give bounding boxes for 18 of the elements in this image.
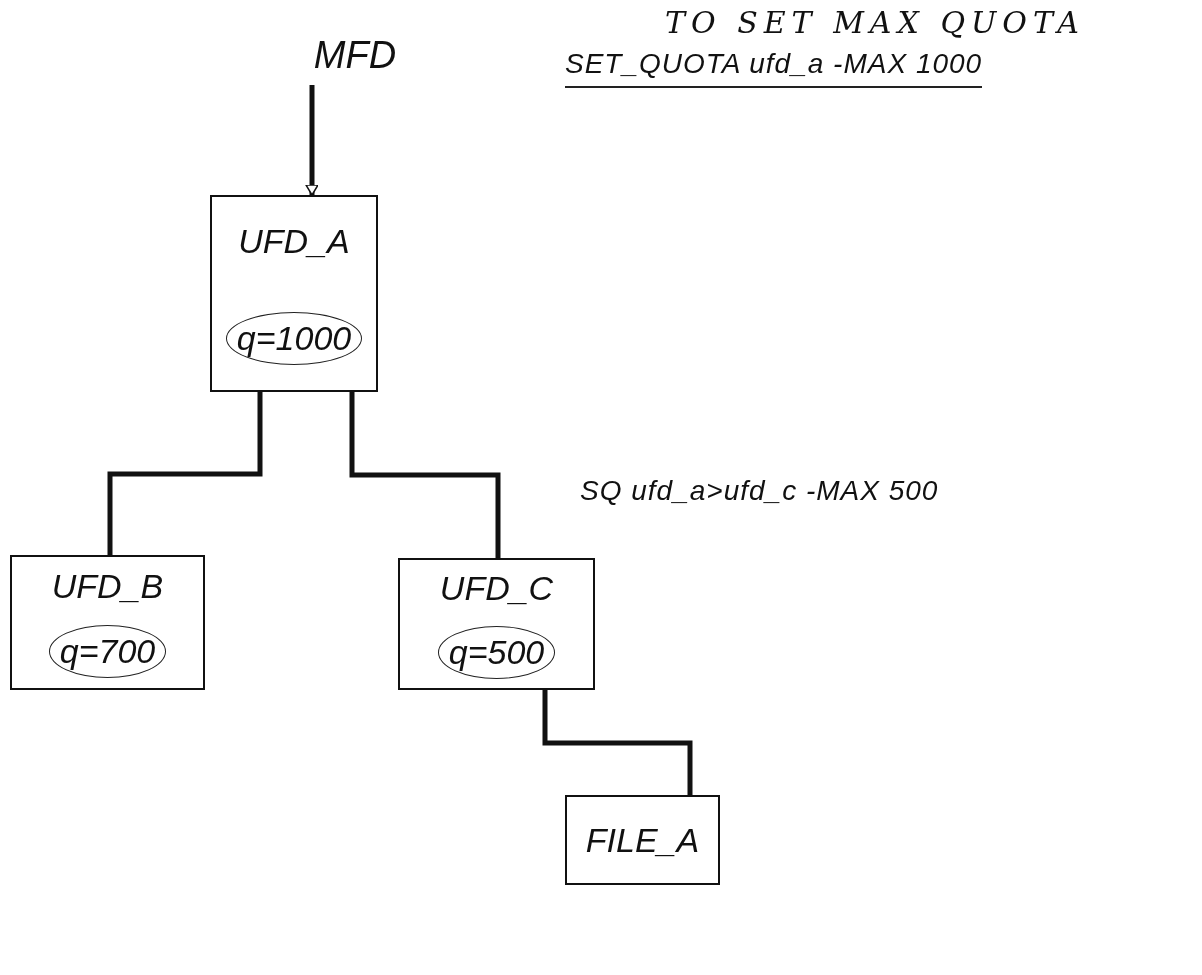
directory-box (210, 195, 378, 392)
command-text: SQ ufd_a>ufd_c -MAX 500 (580, 475, 939, 508)
directory-box (565, 795, 720, 885)
box-title: UFD_A (238, 222, 350, 262)
arrow (305, 85, 319, 196)
handwritten-note: TO SET MAX QUOTA (665, 5, 1085, 42)
connector-line (107, 392, 263, 555)
root-label: MFD (313, 33, 397, 77)
box-title: UFD_B (51, 566, 164, 606)
command-text: SET_QUOTA ufd_a -MAX 1000 (565, 48, 983, 88)
connector-line (542, 690, 693, 795)
directory-box (10, 555, 205, 690)
box-title: UFD_C (439, 569, 554, 608)
box-title: FILE_A (585, 820, 700, 860)
quota-value: q=700 (48, 625, 167, 679)
directory-box (398, 558, 595, 690)
quota-value: q=500 (437, 626, 556, 679)
connector-line (349, 392, 501, 558)
